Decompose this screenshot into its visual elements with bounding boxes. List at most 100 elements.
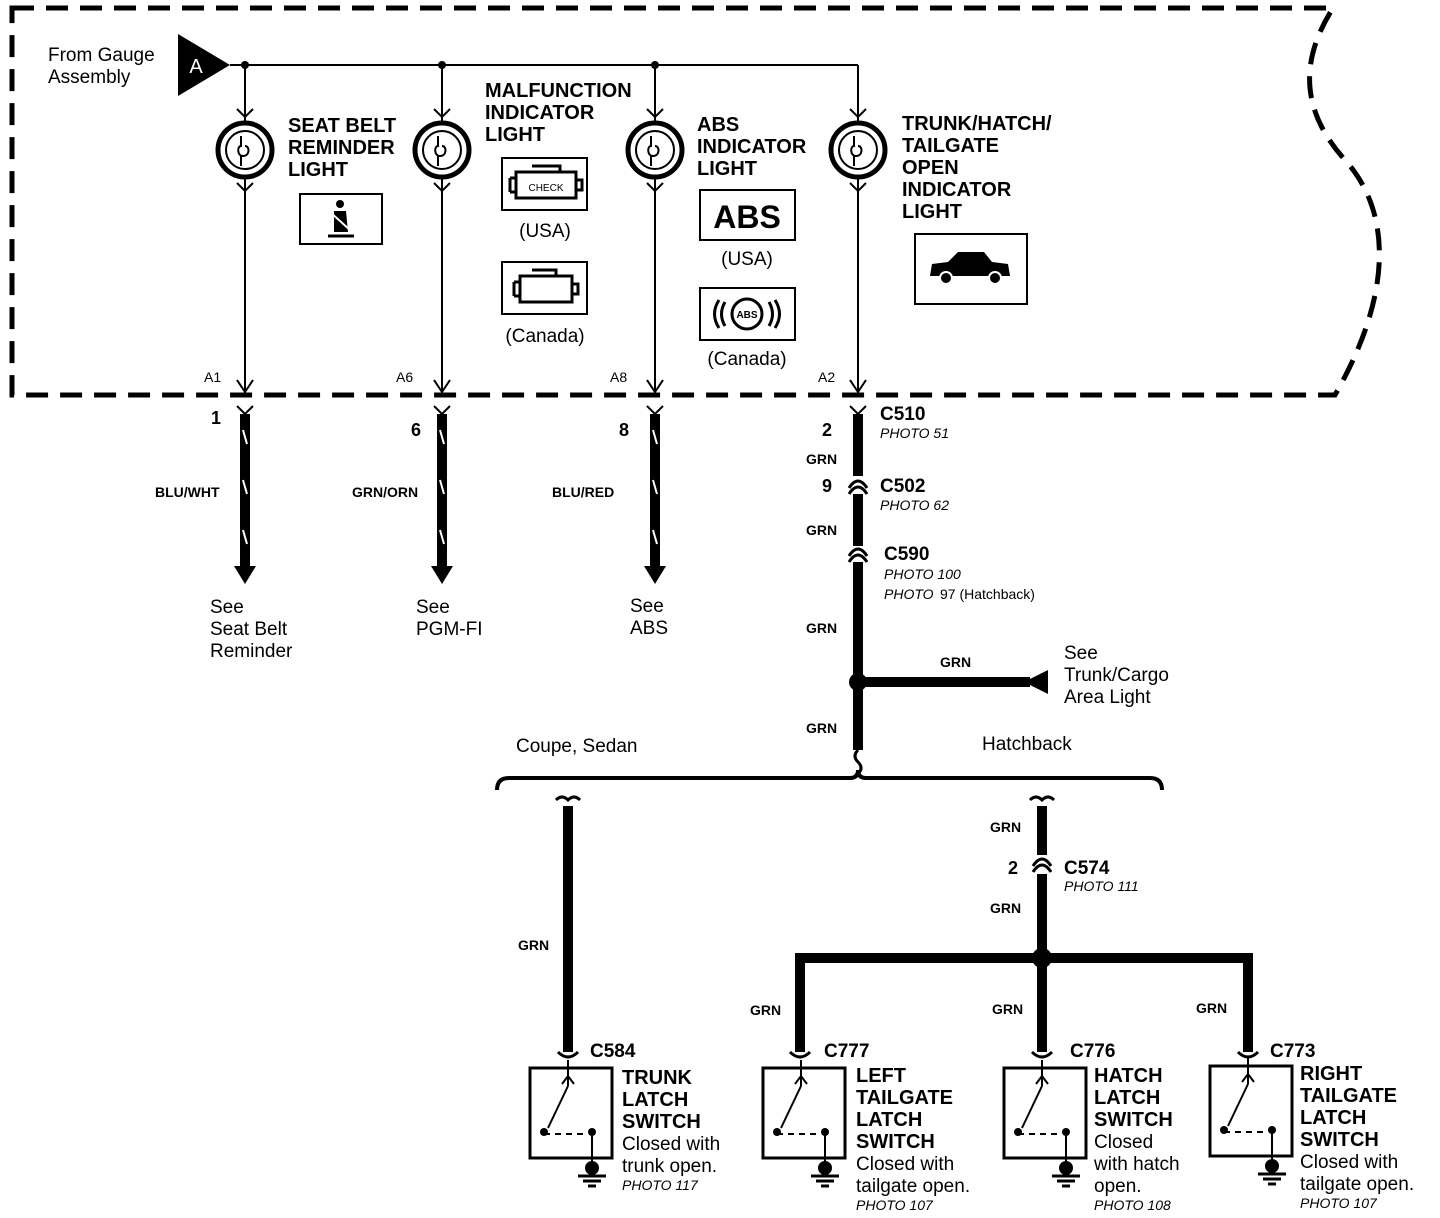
svg-text:LIGHT: LIGHT <box>902 201 962 223</box>
c502-name: C502 <box>880 476 925 497</box>
svg-text:PHOTO 107: PHOTO 107 <box>856 1197 934 1213</box>
hatch-latch-switch-symbol <box>1002 1060 1088 1188</box>
hatchback-wire <box>788 795 1260 1059</box>
svg-text:CHECK: CHECK <box>528 183 563 194</box>
trunk-light-label: TRUNK/HATCH/ TAILGATE OPEN INDICATOR LIG… <box>902 113 1052 223</box>
svg-text:Closed with: Closed with <box>622 1134 720 1155</box>
mil-light-label: MALFUNCTION INDICATOR LIGHT <box>485 80 632 146</box>
svg-text:PHOTO 117: PHOTO 117 <box>622 1177 699 1193</box>
c590-photo-1: PHOTO 100 <box>884 566 961 582</box>
right-tailgate-switch-symbol <box>1208 1058 1294 1186</box>
wire-grn-hatch-1: GRN <box>990 819 1021 835</box>
see-seat-belt-line2: Seat Belt <box>210 619 288 640</box>
svg-text:TAILGATE: TAILGATE <box>856 1087 953 1109</box>
output-8-wire-color: BLU/RED <box>552 484 614 500</box>
svg-text:ABS: ABS <box>697 114 739 136</box>
check-engine-usa-icon: CHECK <box>501 157 588 211</box>
svg-text:LEFT: LEFT <box>856 1065 906 1087</box>
abs-bulb-icon <box>628 109 682 191</box>
svg-text:TRUNK: TRUNK <box>622 1067 693 1089</box>
option-bracket <box>495 769 1164 791</box>
svg-text:LATCH: LATCH <box>1300 1107 1366 1129</box>
svg-text:REMINDER: REMINDER <box>288 137 395 159</box>
pin-a1: A1 <box>204 369 221 385</box>
see-abs-line1: See <box>630 596 664 617</box>
wire-grn-1: GRN <box>806 451 837 467</box>
see-pgm-fi-line2: PGM-FI <box>416 619 483 640</box>
svg-text:PHOTO 107: PHOTO 107 <box>1300 1195 1378 1211</box>
pin-a8: A8 <box>610 369 627 385</box>
svg-text:OPEN: OPEN <box>902 157 959 179</box>
source-connector-letter: A <box>189 56 203 78</box>
trunk-latch-switch-label: C584 TRUNK LATCH SWITCH Closed with trun… <box>590 1041 720 1193</box>
see-seat-belt-line3: Reminder <box>210 641 293 662</box>
svg-text:tailgate open.: tailgate open. <box>1300 1174 1414 1195</box>
svg-text:ABS: ABS <box>736 310 757 321</box>
wire-grn-2: GRN <box>806 522 837 538</box>
svg-text:TAILGATE: TAILGATE <box>1300 1085 1397 1107</box>
output-1-wire-color: BLU/WHT <box>155 484 220 500</box>
wire-grn-right: GRN <box>1196 1000 1227 1016</box>
cargo-light-wire <box>858 670 1048 694</box>
svg-text:trunk open.: trunk open. <box>622 1156 717 1177</box>
wire-grn-left: GRN <box>750 1002 781 1018</box>
trunk-main-wire <box>847 405 869 776</box>
trunk-bulb-icon <box>831 109 885 191</box>
abs-usa-icon: ABS <box>699 189 796 241</box>
svg-text:open.: open. <box>1094 1176 1142 1197</box>
svg-text:C776: C776 <box>1070 1041 1115 1062</box>
svg-text:RIGHT: RIGHT <box>1300 1063 1362 1085</box>
svg-text:Closed: Closed <box>1094 1132 1153 1153</box>
mil-canada-label: (Canada) <box>505 326 584 347</box>
svg-text:LIGHT: LIGHT <box>697 158 757 180</box>
gauge-assembly-boundary <box>9 5 1382 398</box>
output-wire-pgm-fi <box>431 405 453 584</box>
svg-text:LATCH: LATCH <box>622 1089 688 1111</box>
output-8-pin: 8 <box>619 420 629 440</box>
c574-name: C574 <box>1064 858 1110 879</box>
output-wire-seat-belt <box>234 405 256 584</box>
wire-grn-cargo: GRN <box>940 654 971 670</box>
svg-text:LATCH: LATCH <box>1094 1087 1160 1109</box>
output-1-pin: 1 <box>211 408 221 428</box>
svg-text:SWITCH: SWITCH <box>622 1111 701 1133</box>
output-6-wire-color: GRN/ORN <box>352 484 418 500</box>
svg-text:ABS: ABS <box>713 199 781 235</box>
svg-text:C777: C777 <box>824 1041 869 1062</box>
svg-text:SWITCH: SWITCH <box>1300 1129 1379 1151</box>
svg-text:Closed with: Closed with <box>856 1154 954 1175</box>
left-tailgate-switch-symbol <box>761 1060 847 1188</box>
abs-light-label: ABS INDICATOR LIGHT <box>697 114 807 180</box>
c502-pin: 9 <box>822 476 832 496</box>
source-connector-triangle <box>178 34 230 96</box>
wire-grn-3: GRN <box>806 620 837 636</box>
c510-name: C510 <box>880 404 925 425</box>
c590-photo-2b: 97 (Hatchback) <box>940 586 1035 602</box>
hatch-latch-switch-label: C776 HATCH LATCH SWITCH Closed with hatc… <box>1070 1041 1180 1213</box>
svg-text:MALFUNCTION: MALFUNCTION <box>485 80 632 102</box>
svg-text:SWITCH: SWITCH <box>1094 1109 1173 1131</box>
see-pgm-fi-line1: See <box>416 597 450 618</box>
source-label-line1: From Gauge <box>48 45 155 66</box>
svg-text:C773: C773 <box>1270 1041 1315 1062</box>
svg-text:TRUNK/HATCH/: TRUNK/HATCH/ <box>902 113 1052 135</box>
wire-grn-center: GRN <box>992 1001 1023 1017</box>
svg-text:PHOTO 108: PHOTO 108 <box>1094 1197 1171 1213</box>
c510-photo: PHOTO 51 <box>880 425 949 441</box>
source-label-line2: Assembly <box>48 67 131 88</box>
wire-grn-coupe: GRN <box>518 937 549 953</box>
abs-canada-icon: ABS <box>699 287 796 341</box>
seat-belt-light-label: SEAT BELT REMINDER LIGHT <box>288 115 396 181</box>
svg-text:HATCH: HATCH <box>1094 1065 1163 1087</box>
option-hatchback: Hatchback <box>982 734 1072 755</box>
right-tailgate-switch-label: C773 RIGHT TAILGATE LATCH SWITCH Closed … <box>1270 1041 1414 1211</box>
svg-text:LATCH: LATCH <box>856 1109 922 1131</box>
svg-text:INDICATOR: INDICATOR <box>485 102 595 124</box>
seat-belt-symbol-icon <box>299 193 383 245</box>
see-cargo-line1: See <box>1064 643 1098 664</box>
car-trunk-open-icon <box>914 233 1028 305</box>
pin-a6: A6 <box>396 369 413 385</box>
trunk-latch-switch-symbol <box>528 1060 614 1188</box>
svg-text:with hatch: with hatch <box>1093 1154 1180 1175</box>
